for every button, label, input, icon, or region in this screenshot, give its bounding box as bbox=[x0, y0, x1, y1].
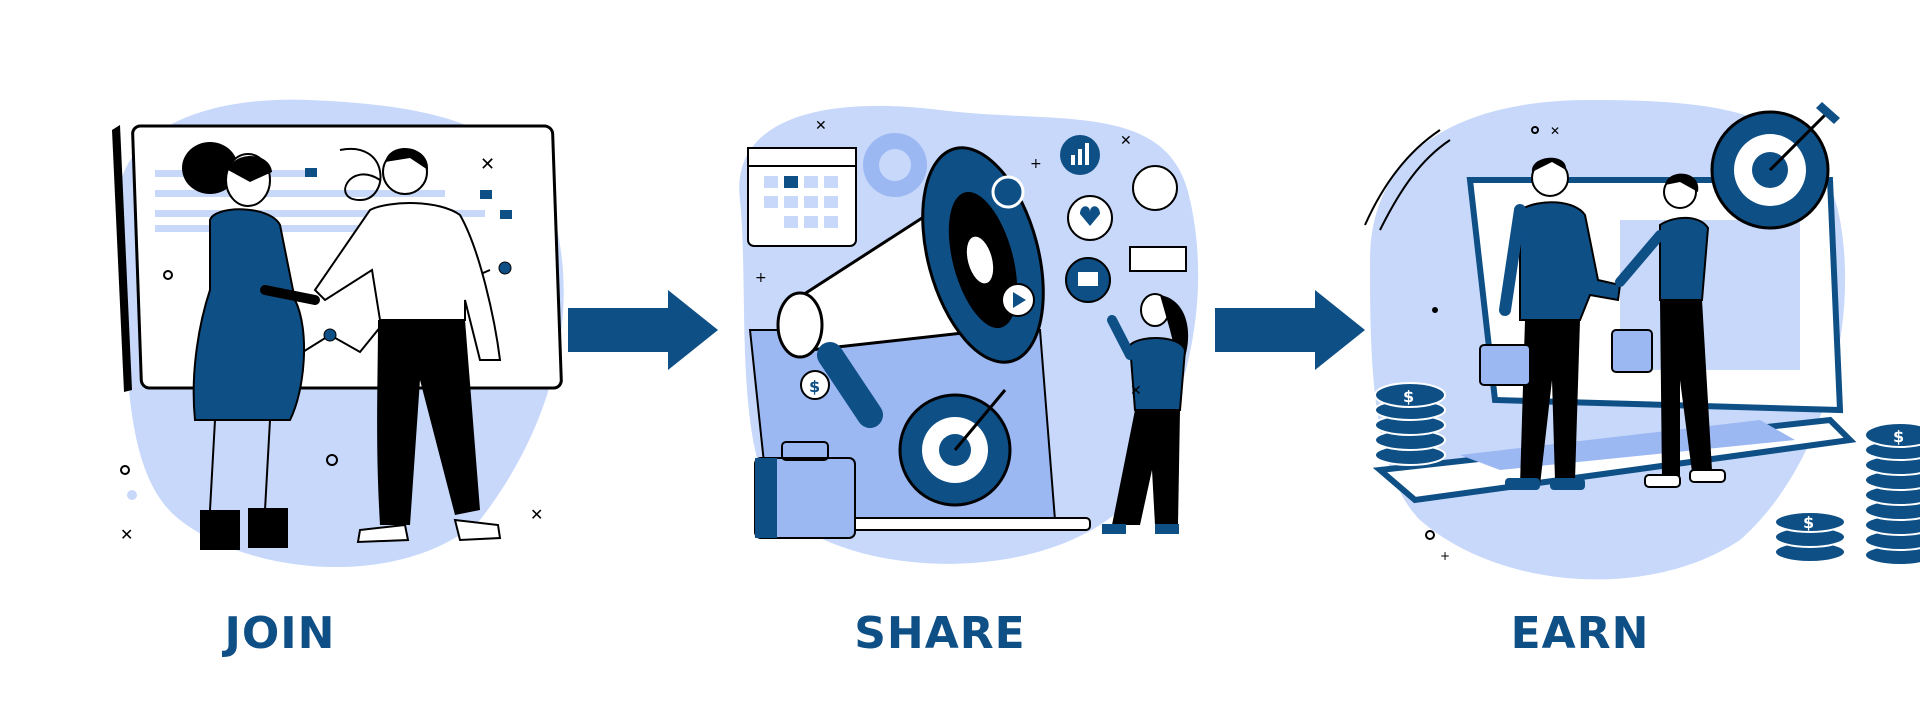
svg-text:$: $ bbox=[1403, 387, 1414, 406]
step-label-earn: EARN bbox=[1510, 608, 1650, 659]
step-share: $ ✕ ✕ ✕ + + SHARE bbox=[700, 0, 1320, 720]
svg-text:✕: ✕ bbox=[1120, 133, 1132, 149]
svg-text:✕: ✕ bbox=[1550, 124, 1560, 138]
svg-text:$: $ bbox=[1893, 427, 1904, 446]
svg-text:✕: ✕ bbox=[815, 118, 827, 134]
svg-text:$: $ bbox=[809, 377, 820, 396]
svg-text:+: + bbox=[1030, 156, 1042, 172]
megaphone-marketing-illustration: $ ✕ ✕ ✕ + + bbox=[739, 105, 1199, 564]
svg-text:+: + bbox=[755, 270, 767, 286]
svg-text:✕: ✕ bbox=[480, 154, 495, 175]
svg-text:✕: ✕ bbox=[120, 525, 133, 544]
step-label-share: SHARE bbox=[854, 608, 1026, 659]
svg-text:✕: ✕ bbox=[1130, 383, 1142, 399]
step-label-join: JOIN bbox=[224, 608, 336, 659]
laptop-deal-coins-illustration: $ $ $ ✕ + bbox=[1364, 100, 1920, 580]
svg-text:✕: ✕ bbox=[530, 505, 543, 524]
arrow-right-icon bbox=[1215, 290, 1365, 370]
handshake-whiteboard-illustration: ✕ ✕ ✕ bbox=[112, 99, 564, 568]
step-join: ✕ ✕ ✕ JOIN bbox=[60, 0, 680, 720]
arrow-right-icon bbox=[568, 290, 718, 370]
step-earn: $ $ $ ✕ + EARN bbox=[1340, 0, 1920, 720]
svg-text:+: + bbox=[1440, 549, 1450, 563]
svg-text:$: $ bbox=[1803, 513, 1814, 532]
